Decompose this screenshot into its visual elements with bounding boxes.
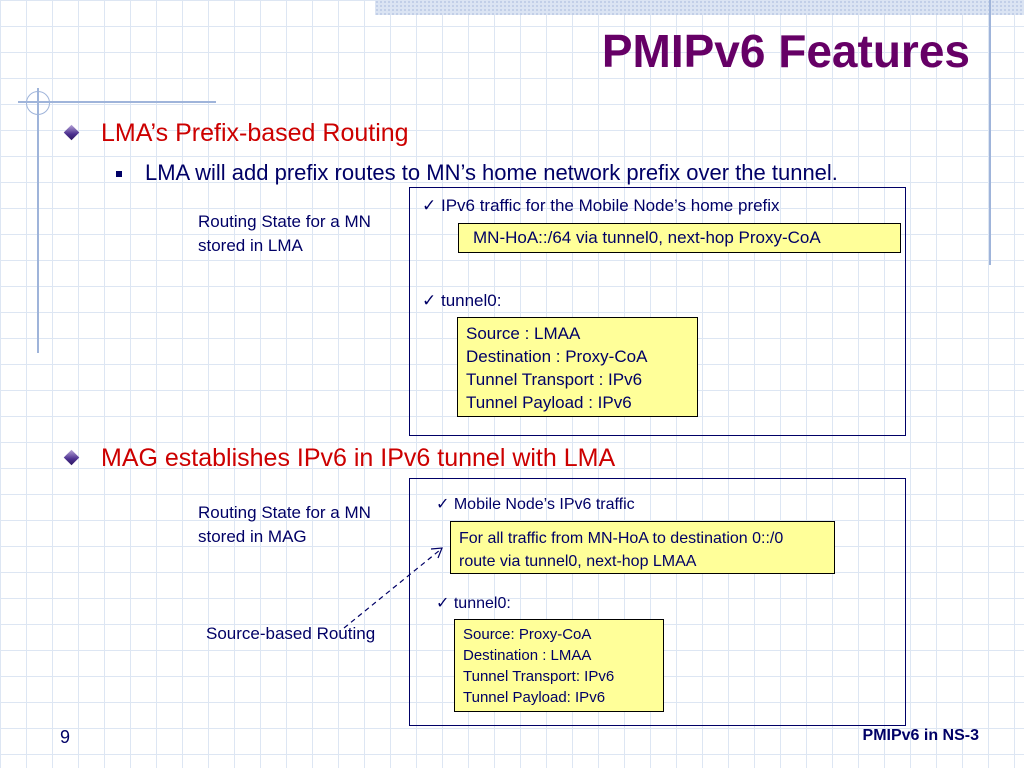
mag-route-line2: route via tunnel0, next-hop LMAA [459,553,697,570]
source-routing-label: Source-based Routing [206,624,376,643]
lma-tunnel-source: Source : LMAA [466,324,581,343]
lma-tunnel-destination: Destination : Proxy-CoA [466,347,648,366]
mag-route-box: For all traffic from MN-HoA to destinati… [450,521,835,574]
diamond-bullet-icon [63,449,80,466]
footer-title: PMIPv6 in NS-3 [862,727,979,744]
lma-tunnel-transport: Tunnel Transport : IPv6 [466,370,643,389]
section1-bullet: LMA will add prefix routes to MN’s home … [145,160,838,185]
diamond-bullet-icon [63,124,80,141]
mag-check-mn-traffic: ✓ Mobile Node’s IPv6 traffic [436,496,635,513]
mag-tunnel-destination: Destination : LMAA [463,647,592,664]
mag-route-line1: For all traffic from MN-HoA to destinati… [459,530,784,547]
lma-caption-line2: stored in LMA [198,236,303,255]
lma-caption: Routing State for a MN stored in LMA [198,210,371,258]
mag-tunnel-transport: Tunnel Transport: IPv6 [463,668,615,685]
lma-tunnel-box: Source : LMAA Destination : Proxy-CoA Tu… [457,317,698,417]
lma-check-tunnel: ✓ tunnel0: [422,291,502,310]
dashed-arrow [343,547,443,629]
corner-circle-ornament [26,91,50,115]
lma-route-box: MN-HoA::/64 via tunnel0, next-hop Proxy-… [458,223,901,253]
left-vertical-rule [37,88,39,353]
mag-caption-line2: stored in MAG [198,527,307,546]
mag-tunnel-source: Source: Proxy-CoA [463,626,592,643]
mag-caption-line1: Routing State for a MN [198,503,371,522]
mag-routing-frame [409,478,906,726]
lma-check-prefix: ✓ IPv6 traffic for the Mobile Node’s hom… [422,196,780,215]
mag-caption: Routing State for a MN stored in MAG [198,501,371,549]
slide-title: PMIPv6 Features [601,25,970,77]
lma-routing-frame [409,187,906,436]
top-decor-band [375,0,1024,15]
lma-caption-line1: Routing State for a MN [198,212,371,231]
mag-check-tunnel: ✓ tunnel0: [436,595,511,612]
mag-tunnel-payload: Tunnel Payload: IPv6 [463,689,606,706]
lma-tunnel-payload: Tunnel Payload : IPv6 [466,393,632,412]
lma-route-text: MN-HoA::/64 via tunnel0, next-hop Proxy-… [473,228,821,247]
left-horizontal-rule [18,101,216,103]
page-number: 9 [60,727,71,747]
right-vertical-rule [989,0,991,265]
mag-tunnel-box: Source: Proxy-CoA Destination : LMAA Tun… [454,619,664,712]
section2-heading: MAG establishes IPv6 in IPv6 tunnel with… [101,444,616,472]
square-bullet-icon [116,171,122,177]
section1-heading: LMA’s Prefix-based Routing [101,119,409,147]
